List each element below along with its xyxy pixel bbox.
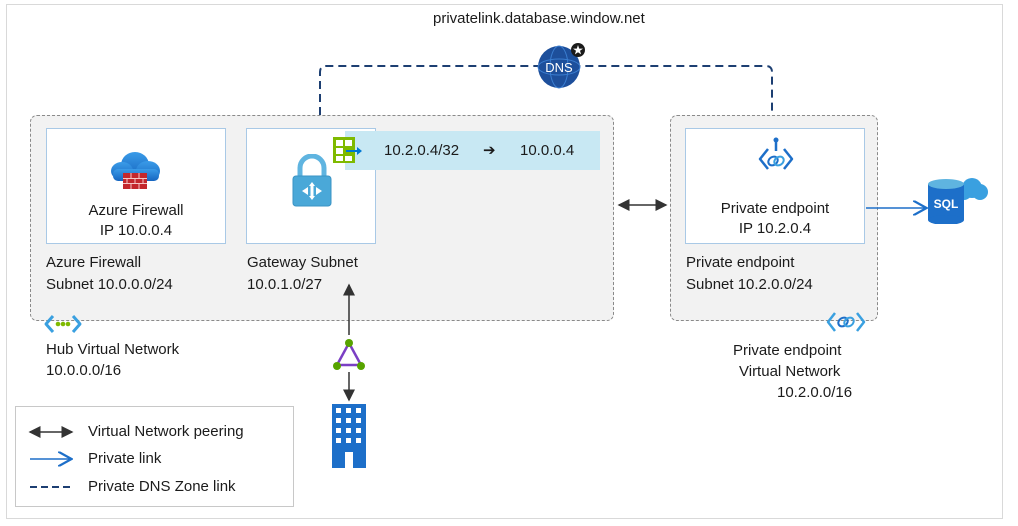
private-endpoint-icon: [758, 137, 794, 170]
firewall-subnet-name: Azure Firewall: [46, 254, 142, 271]
pe-vnet-type: Virtual Network: [739, 363, 841, 380]
hub-vnet-name: Hub Virtual Network: [46, 341, 180, 358]
hub-vnet-icon: [44, 315, 82, 333]
pe-ip: IP 10.2.0.4: [738, 220, 812, 237]
firewall-title: Azure Firewall: [88, 202, 184, 219]
legend-private-link-label: Private link: [88, 450, 162, 467]
route-table-banner: 10.2.0.4/32 ➔ 10.0.0.4: [333, 131, 600, 170]
pe-vnet-icon: [826, 312, 866, 332]
route-arrow: ➔: [483, 142, 496, 159]
pe-subnet-name: Private endpoint: [686, 254, 795, 271]
dns-zone-link-line: [319, 65, 773, 115]
on-premises-building-icon: [332, 404, 366, 468]
legend-dns-link-label: Private DNS Zone link: [88, 478, 236, 495]
dns-badge-text: DNS: [545, 60, 573, 75]
sql-label: SQL: [934, 197, 959, 211]
dns-zone-label: privatelink.database.window.net: [433, 10, 645, 27]
hub-vnet-cidr: 10.0.0.0/16: [46, 362, 122, 379]
gateway-subnet-name: Gateway Subnet: [247, 254, 358, 271]
legend-peering-label: Virtual Network peering: [88, 423, 244, 440]
sql-database-icon: SQL: [928, 178, 988, 224]
route-destination: 10.2.0.4/32: [384, 142, 460, 159]
route-next-hop: 10.0.0.4: [520, 142, 575, 159]
pe-vnet-cidr: 10.2.0.0/16: [777, 384, 853, 401]
diagram-frame: [6, 4, 1003, 519]
route-table-icon: [333, 137, 362, 163]
pe-subnet-box: Private endpoint IP 10.2.0.4: [685, 128, 865, 244]
dns-zone-icon: DNS: [537, 43, 585, 89]
gateway-subnet-cidr: 10.0.1.0/27: [247, 276, 323, 293]
firewall-subnet-box: Azure Firewall IP 10.0.0.4: [46, 128, 226, 244]
pe-vnet-name: Private endpoint: [733, 342, 842, 359]
vpn-gateway-lock-icon: [292, 154, 332, 207]
azure-firewall-icon: [111, 152, 160, 189]
pe-title: Private endpoint: [720, 200, 830, 217]
vpn-connection-icon: [333, 339, 365, 370]
firewall-ip: IP 10.0.0.4: [99, 222, 173, 239]
firewall-subnet-cidr: Subnet 10.0.0.0/24: [46, 276, 173, 293]
legend-box: [15, 406, 294, 507]
pe-subnet-cidr: Subnet 10.2.0.0/24: [686, 276, 813, 293]
